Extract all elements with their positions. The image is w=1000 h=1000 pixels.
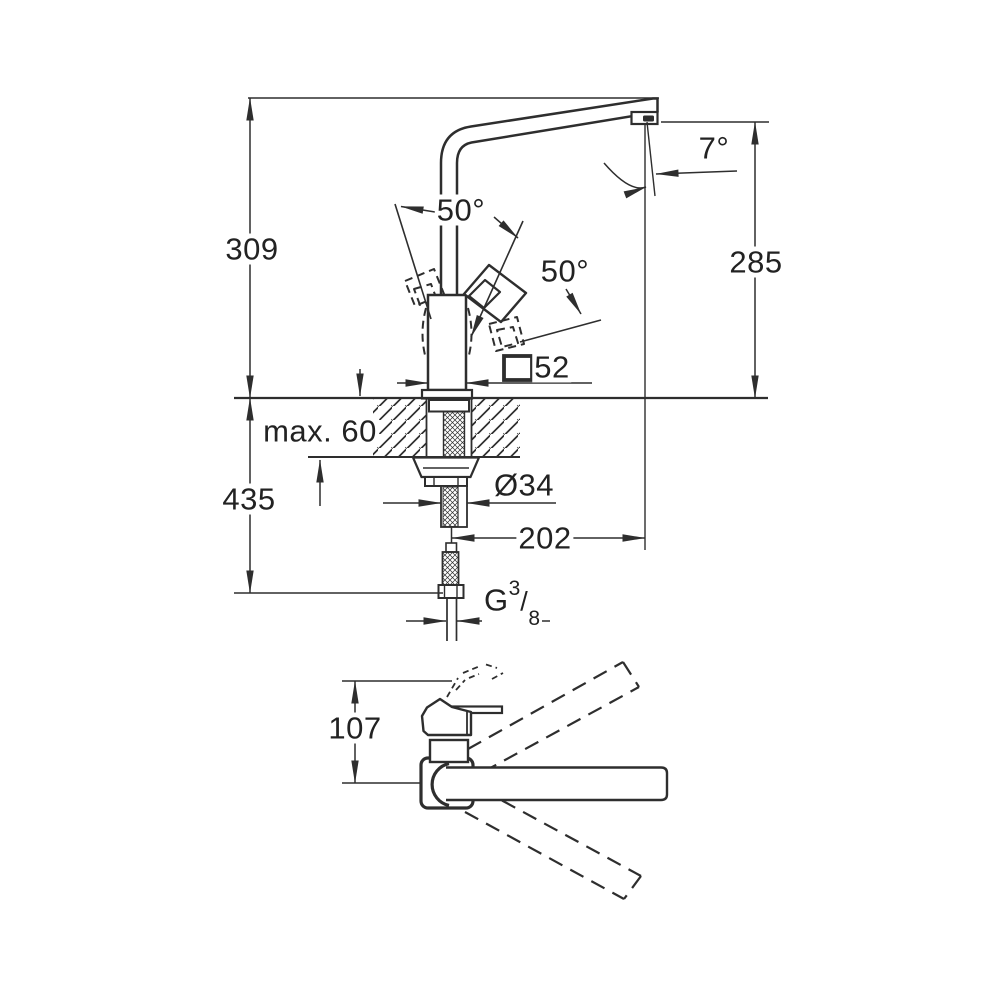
thread-numerator: 3 [508, 577, 521, 601]
lever-handle-face [467, 278, 502, 310]
side-lever-knob [420, 697, 473, 737]
handle-right-inner-dashed [496, 326, 519, 348]
dim-label-shank-diameter: Ø34 [491, 467, 557, 503]
dim-label-overall-depth: 435 [220, 481, 278, 517]
dim-label-outlet-height: 285 [727, 244, 785, 280]
angle-50a-left-arrow [400, 205, 436, 214]
hose-connector [445, 542, 458, 553]
square-section-symbol [502, 354, 534, 382]
handle-right-outer-dashed [488, 316, 525, 352]
dim-label-spout-reach: 202 [516, 520, 574, 556]
spout-down-position-dashed [464, 799, 642, 900]
mixer-body [426, 293, 468, 392]
swing-limit-right-line [519, 319, 602, 343]
handle-right-neck-dashed [467, 307, 473, 360]
lever-raised-dashed [446, 663, 504, 698]
dim-label-spout-height: 309 [223, 231, 281, 267]
nut-facets [433, 477, 459, 486]
thread-denominator: 8 [528, 606, 541, 630]
mounting-shank [411, 398, 481, 528]
hose-nut [437, 584, 465, 599]
angle-7-leader [655, 169, 738, 177]
dimension-annotations [234, 97, 769, 784]
angle-7-arc [603, 162, 647, 199]
supply-hose [437, 527, 465, 641]
dim-label-body-section: 52 [532, 349, 572, 385]
angle-50b-arrow [565, 288, 582, 315]
handle-left-inner-dashed [413, 283, 438, 306]
side-view [419, 661, 669, 900]
braided-hose [441, 551, 460, 586]
washer [428, 399, 470, 413]
spout-pivot [430, 761, 450, 808]
aerator-outlet [643, 115, 654, 122]
outlet-7deg-line [646, 121, 656, 197]
spout-and-riser [439, 97, 659, 300]
dim-label-swing-lower: 50° [538, 253, 592, 289]
spout-up-position-dashed [467, 661, 640, 773]
swing-limit-left-line [394, 203, 432, 320]
mounting-flange [411, 456, 481, 479]
hose-tail-pipe [446, 598, 458, 641]
spout-swivel-dashed [464, 661, 642, 900]
hole-walls [425, 398, 473, 457]
angle-50a-right-arrow [493, 216, 519, 239]
shank-thread [442, 486, 459, 527]
thread-slash: / [520, 586, 529, 617]
dim-label-max-deck: max. 60 [261, 413, 379, 449]
swing-axis-arrow-line [470, 220, 524, 338]
hose-nut-facets [443, 585, 458, 598]
dim-label-outlet-angle: 7° [696, 130, 732, 166]
thread-prefix: G [483, 582, 509, 618]
dim-label-thread-size: G3/8 [481, 578, 543, 629]
mounting-nut [424, 476, 468, 487]
threaded-rod-upper [442, 410, 466, 459]
side-spout-bar [446, 766, 669, 802]
side-neck [428, 738, 470, 764]
dim-label-swing-upper: 50° [434, 192, 488, 228]
dim-label-side-height: 107 [326, 710, 384, 746]
handle-left-neck-dashed [421, 307, 427, 360]
